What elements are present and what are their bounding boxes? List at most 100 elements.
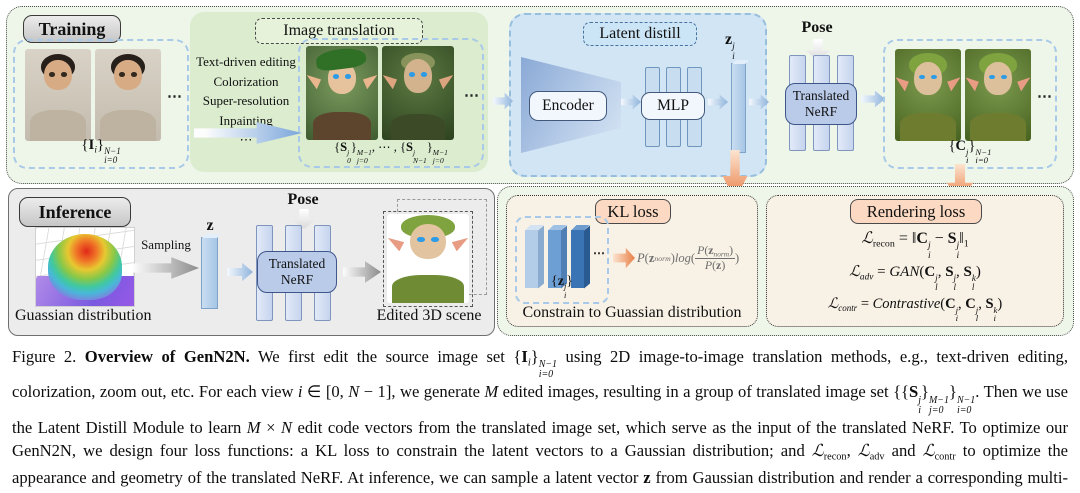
ear-shape bbox=[965, 77, 979, 92]
arrow-icon bbox=[621, 94, 641, 110]
gaussian-distribution-plot bbox=[35, 227, 135, 307]
pose-label: Pose bbox=[801, 19, 833, 36]
cube-front-face bbox=[383, 211, 473, 307]
eye-shape bbox=[1000, 74, 1007, 80]
eye-shape bbox=[989, 74, 996, 80]
eye-shape bbox=[332, 74, 340, 79]
image-translation-module: Image translation Text-driven editing Co… bbox=[190, 12, 488, 172]
latent-code-3d-bar bbox=[548, 225, 567, 289]
edited-3d-scene-label: Edited 3D scene bbox=[376, 307, 482, 324]
arrow-icon bbox=[708, 94, 728, 110]
body-shape bbox=[100, 109, 156, 141]
edit-method: Super-resolution bbox=[202, 93, 290, 108]
face-shape bbox=[44, 60, 72, 91]
edit-method: Colorization bbox=[213, 73, 279, 89]
sampling-arrow-icon bbox=[133, 257, 199, 279]
body-shape bbox=[313, 111, 371, 140]
constrain-label: Constrain to Guassian distribution bbox=[522, 304, 742, 321]
image-translation-label: Image translation bbox=[255, 18, 423, 44]
edited-3d-scene bbox=[381, 199, 489, 307]
source-photo-1 bbox=[25, 49, 91, 141]
face-shape bbox=[984, 61, 1012, 95]
edit-method: Text-driven editing bbox=[196, 54, 296, 69]
latent-vector-label: z bbox=[206, 217, 214, 234]
gaussian-peak bbox=[47, 234, 123, 300]
eye-shape bbox=[919, 74, 926, 80]
body-shape bbox=[390, 113, 446, 140]
translated-nerf-line2: NeRF bbox=[280, 272, 314, 287]
face-shape bbox=[114, 60, 142, 91]
eye-shape bbox=[417, 237, 425, 242]
ear-shape bbox=[438, 74, 454, 90]
encoder-label: Encoder bbox=[529, 91, 607, 121]
inference-label: Inference bbox=[19, 197, 131, 227]
figure-caption: Figure 2. Overview of GenN2N. We first e… bbox=[12, 347, 1069, 493]
ear-shape bbox=[947, 77, 961, 92]
training-label: Training bbox=[23, 15, 121, 43]
gaussian-distribution-label: Guassian distribution bbox=[15, 307, 152, 324]
body-shape bbox=[391, 274, 465, 303]
eye-shape bbox=[420, 72, 428, 77]
edited-scene-portrait bbox=[387, 214, 469, 303]
ellipsis: ⋯ bbox=[167, 89, 183, 105]
bar-front bbox=[548, 230, 561, 288]
ear-shape bbox=[362, 74, 378, 90]
eye-shape bbox=[930, 74, 937, 80]
translated-nerf-line1: Translated bbox=[792, 88, 850, 104]
rendered-photo-2 bbox=[965, 49, 1031, 141]
face-shape bbox=[914, 61, 942, 95]
bar-front bbox=[525, 230, 538, 288]
translated-nerf-label: Translated NeRF bbox=[785, 83, 857, 125]
arrow-icon bbox=[227, 262, 253, 282]
arrow-icon bbox=[749, 94, 769, 110]
rendering-loss-label: Rendering loss bbox=[850, 199, 982, 224]
pose-label: Pose bbox=[287, 191, 319, 208]
input-arrow-icon bbox=[493, 92, 513, 110]
eye-shape bbox=[408, 72, 416, 77]
edited-photo-elf-hat bbox=[306, 46, 378, 140]
eye-shape bbox=[431, 237, 439, 242]
ellipsis: ⋯ bbox=[464, 88, 480, 104]
eye-shape bbox=[60, 72, 67, 77]
latent-vector-bar bbox=[201, 237, 218, 309]
rendered-photo-1 bbox=[895, 49, 961, 141]
kl-loss-label: KL loss bbox=[595, 199, 671, 224]
body-shape bbox=[30, 109, 86, 141]
eye-shape bbox=[344, 74, 352, 79]
translated-nerf-line1: Translated bbox=[268, 256, 326, 272]
ear-shape bbox=[895, 77, 909, 92]
bar-front bbox=[571, 230, 584, 288]
hat-shape bbox=[315, 46, 368, 72]
mlp-label: MLP bbox=[641, 92, 705, 120]
edited-photo-elf bbox=[382, 46, 454, 140]
ear-shape bbox=[306, 74, 322, 90]
kl-arrow-icon bbox=[613, 247, 635, 269]
face-shape bbox=[409, 223, 447, 260]
render-arrow-icon bbox=[343, 261, 381, 283]
body-shape bbox=[900, 113, 956, 141]
ellipsis: ⋯ bbox=[593, 246, 606, 260]
translated-nerf-line2: NeRF bbox=[804, 104, 838, 119]
inference-section: Inference Guassian distribution Sampling… bbox=[8, 188, 495, 336]
latent-code-bar bbox=[731, 63, 746, 153]
face-shape bbox=[403, 59, 433, 93]
eye-shape bbox=[49, 72, 56, 77]
latent-distill-label: Latent distill bbox=[583, 22, 697, 46]
edit-method: Inpainting bbox=[219, 112, 273, 128]
ear-shape bbox=[382, 74, 398, 90]
